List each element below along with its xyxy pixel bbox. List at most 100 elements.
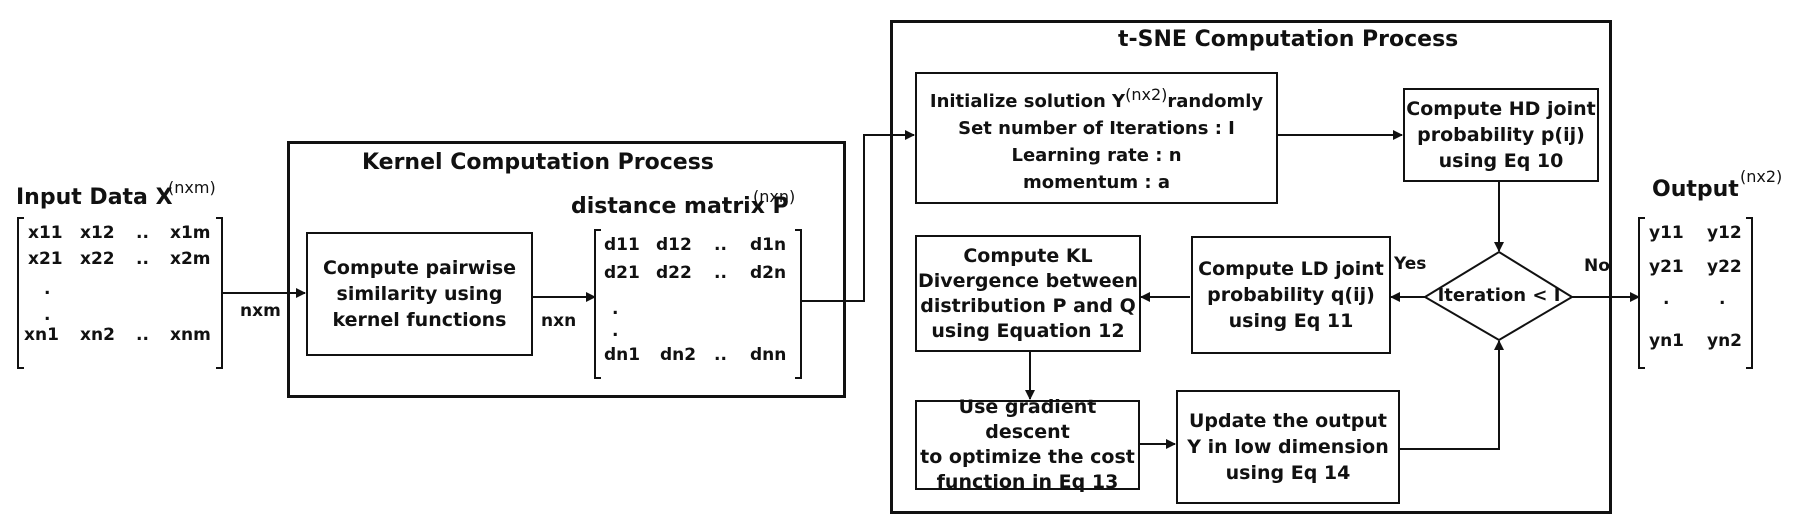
box-line: momentum : a: [1023, 171, 1170, 193]
hd-joint-probability-box: Compute HD joint probability p(ij) using…: [1403, 88, 1599, 182]
box-line: Compute KL: [963, 244, 1093, 267]
box-line: to optimize the cost: [920, 446, 1135, 468]
output-matrix-brackets: [1638, 217, 1753, 369]
decision-label: Iteration < I: [1437, 285, 1561, 306]
matrix-cell: ..: [714, 263, 727, 283]
matrix-cell: ..: [136, 325, 149, 345]
tsne-title: t-SNE Computation Process: [1118, 27, 1459, 52]
matrix-cell: y12: [1707, 223, 1742, 243]
arrow-matrix-to-init: [801, 130, 915, 302]
output-row-1: y11 y12: [1647, 223, 1747, 257]
output-row-4: yn1 yn2: [1647, 331, 1747, 357]
edge-label-nxn: nxn: [541, 311, 577, 331]
box-line: distribution P and Q: [920, 294, 1136, 317]
output-title: Output: [1652, 177, 1739, 202]
input-title: Input Data X: [16, 185, 173, 210]
matrix-cell: x22: [80, 249, 115, 269]
box-line: similarity using: [336, 283, 503, 305]
distance-matrix-brackets: [594, 229, 802, 379]
init-line-1-sup: (nx2): [1125, 84, 1168, 104]
matrix-cell: .: [1719, 289, 1726, 309]
input-row-2: x21 x22 .. x2m: [28, 249, 218, 279]
matrix-cell: .: [44, 279, 51, 299]
box-line: Use gradient descent: [958, 396, 1097, 443]
matrix-cell: .: [612, 299, 619, 319]
matrix-cell: d2n: [750, 263, 787, 283]
tsne-process-frame: [890, 20, 1612, 514]
matrix-cell: d1n: [750, 235, 787, 255]
distance-matrix-sup: (nxn): [753, 187, 796, 206]
box-line: Compute pairwise: [322, 257, 517, 279]
box-line: probability p(ij): [1417, 124, 1585, 146]
box-line: Divergence between: [917, 269, 1139, 292]
matrix-cell: ..: [714, 235, 727, 255]
output-title-text: Output: [1652, 177, 1739, 202]
initialize-box: Initialize solution Y(nx2)randomly Set n…: [915, 72, 1278, 204]
matrix-row-5: dn1 dn2 .. dnn: [604, 345, 794, 371]
input-title-text: Input Data X: [16, 185, 173, 210]
box-line: Compute LD joint: [1198, 258, 1384, 280]
matrix-cell: x11: [28, 223, 63, 243]
matrix-cell: yn1: [1649, 331, 1685, 351]
matrix-cell: ..: [136, 249, 149, 269]
kernel-title: Kernel Computation Process: [362, 150, 714, 175]
input-row-1: x11 x12 .. x1m: [28, 223, 218, 249]
gradient-descent-box: Use gradient descent to optimize the cos…: [915, 396, 1140, 493]
edge-label-no: No: [1584, 256, 1610, 276]
box-line: Update the output: [1188, 410, 1387, 432]
box-line: function in Eq 13: [936, 471, 1119, 493]
matrix-row-3: .: [604, 299, 794, 321]
box-line: Compute HD joint: [1406, 98, 1596, 120]
matrix-cell: d12: [656, 235, 692, 255]
box-line: Y in low dimension: [1187, 436, 1389, 458]
matrix-cell: dn1: [604, 345, 641, 365]
ld-joint-probability-box: Compute LD joint probability q(ij) using…: [1191, 236, 1391, 354]
init-line-1: Initialize solution Y(nx2)randomly: [930, 81, 1263, 115]
box-line: using Eq 11: [1228, 310, 1354, 332]
matrix-cell: y11: [1649, 223, 1684, 243]
init-line-1-end: randomly: [1167, 90, 1264, 112]
matrix-cell: xnm: [170, 325, 211, 345]
matrix-cell: d11: [604, 235, 640, 255]
matrix-cell: x2m: [170, 249, 211, 269]
distance-matrix-title-text: distance matrix P: [571, 194, 789, 219]
output-matrix: y11 y12 y21 y22 . . yn1 yn2: [1647, 223, 1747, 357]
matrix-cell: ..: [714, 345, 727, 365]
box-line: kernel functions: [332, 309, 507, 331]
compute-pairwise-box: Compute pairwise similarity using kernel…: [306, 232, 533, 356]
box-line: probability q(ij): [1207, 284, 1375, 306]
edge-label-yes: Yes: [1394, 254, 1427, 274]
matrix-cell: x1m: [170, 223, 211, 243]
init-line-1-text: Initialize solution Y: [929, 90, 1126, 112]
box-line: Set number of Iterations : I: [958, 117, 1235, 139]
matrix-row-4: .: [604, 321, 794, 345]
kernel-process-frame: [287, 141, 846, 398]
matrix-cell: ..: [136, 223, 149, 243]
box-line: Learning rate : n: [1011, 144, 1182, 166]
matrix-cell: xn2: [80, 325, 115, 345]
input-row-5: xn1 xn2 .. xnm: [24, 325, 218, 351]
output-title-sup: (nx2): [1740, 167, 1783, 186]
matrix-cell: y22: [1707, 257, 1742, 277]
matrix-cell: d22: [656, 263, 692, 283]
matrix-cell: y21: [1649, 257, 1684, 277]
matrix-row-1: d11 d12 .. d1n: [604, 235, 794, 263]
matrix-cell: dn2: [660, 345, 697, 365]
box-line: using Eq 10: [1438, 150, 1564, 172]
update-output-box: Update the output Y in low dimension usi…: [1176, 390, 1400, 504]
matrix-row-2: d21 d22 .. d2n: [604, 263, 794, 299]
matrix-cell: xn1: [24, 325, 59, 345]
input-row-3: .: [28, 279, 218, 305]
input-matrix: x11 x12 .. x1m x21 x22 .. x2m . . xn1 xn…: [24, 223, 218, 351]
matrix-cell: x12: [80, 223, 115, 243]
matrix-cell: .: [1663, 289, 1670, 309]
matrix-cell: dnn: [750, 345, 787, 365]
kl-divergence-box: Compute KL Divergence between distributi…: [915, 235, 1141, 352]
box-line: using Eq 14: [1225, 462, 1351, 484]
output-row-3: . .: [1647, 289, 1747, 331]
box-line: using Equation 12: [931, 319, 1125, 342]
matrix-cell: d21: [604, 263, 640, 283]
arrow-update-to-decision: [1400, 340, 1504, 450]
input-title-sup: (nxm): [168, 178, 216, 197]
